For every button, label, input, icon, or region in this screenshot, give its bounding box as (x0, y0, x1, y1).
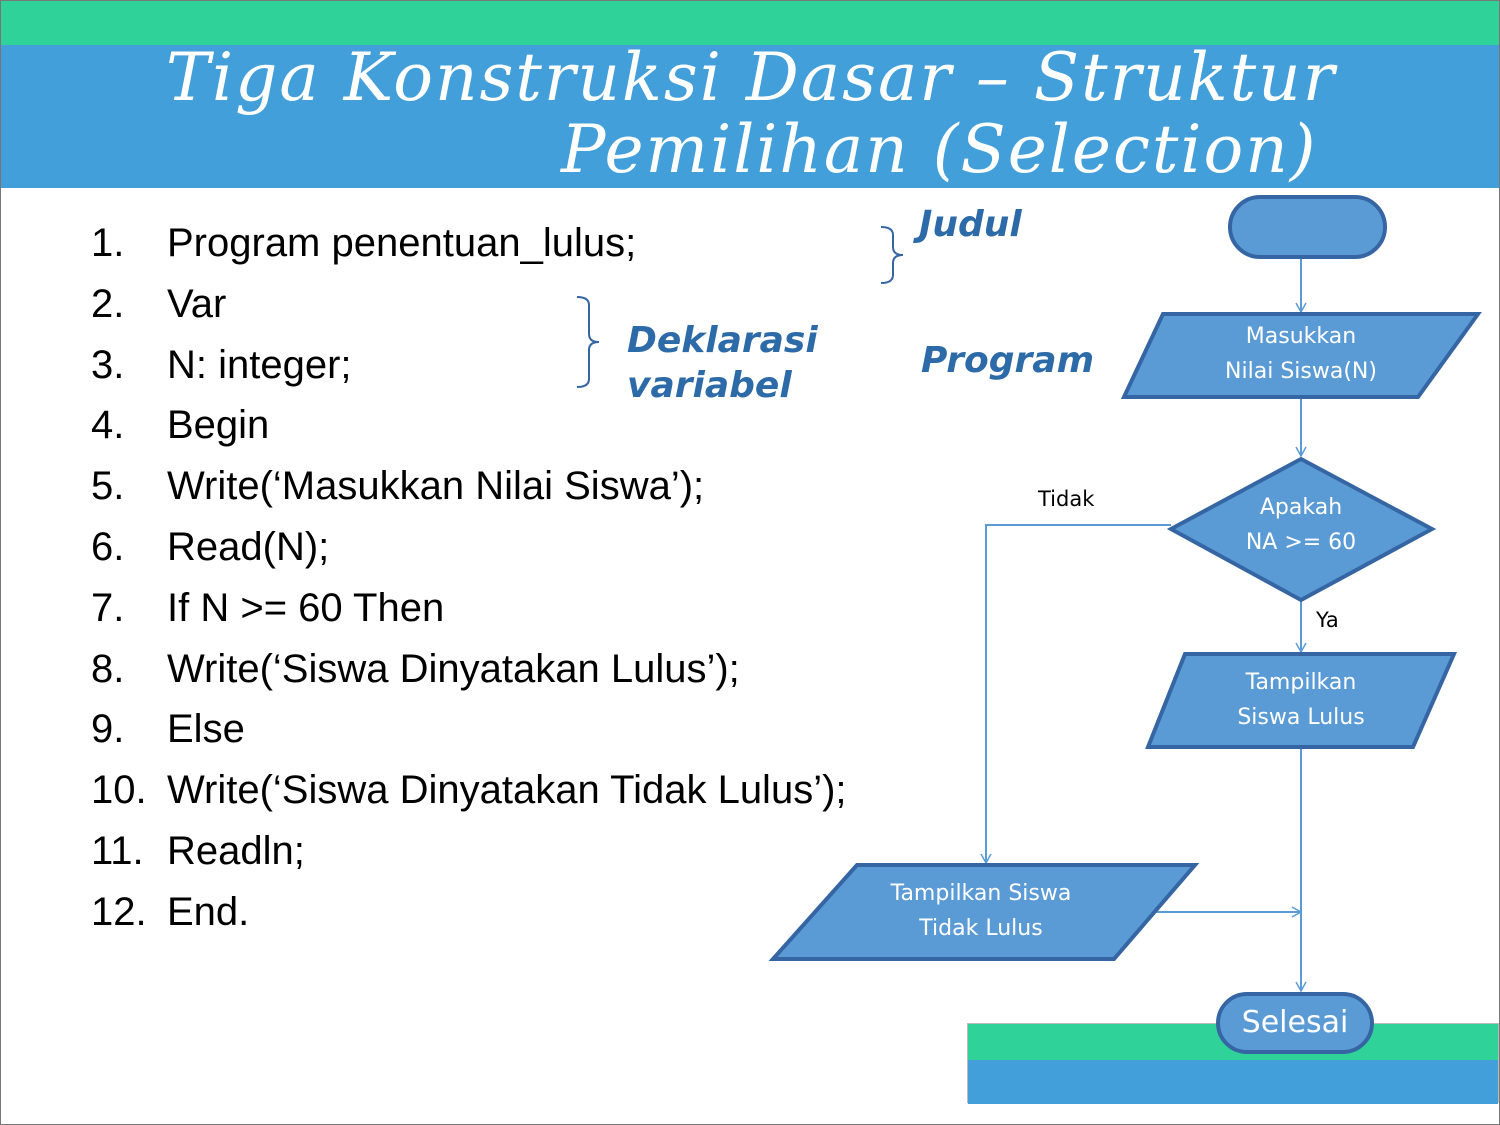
line-number: 5. (91, 464, 125, 509)
line-number: 6. (91, 524, 125, 569)
code-line: 9. Else (91, 699, 847, 760)
code-listing: 1. Program penentuan_lulus; 2. Var 3. N: in… (91, 213, 847, 943)
no-label: Tidak (1038, 487, 1095, 511)
code-line: 8. Write(‘Siswa Dinyatakan Lulus’); (91, 639, 847, 700)
line-number: 8. (91, 646, 125, 691)
code-line: 6. Read(N); (91, 517, 847, 578)
header-blue-band (1, 45, 1499, 188)
code-line: 11. Readln; (91, 821, 847, 882)
line-number: 3. (91, 342, 125, 387)
code-text: Write(‘Siswa Dinyatakan Tidak Lulus’); (167, 768, 847, 813)
code-text: Read(N); (167, 524, 330, 569)
input-text: Masukkan Nilai Siswa(N) (1225, 324, 1377, 384)
yes-label: Ya (1316, 608, 1339, 632)
line-number: 12. (91, 889, 147, 934)
decision-text: Apakah NA >= 60 (1245, 495, 1357, 555)
code-line: 2. Var (91, 274, 847, 335)
slide-title-line-1: Tiga Konstruksi Dasar – Struktur (166, 39, 1337, 116)
code-text: Readln; (167, 828, 305, 873)
code-text: Var (167, 281, 227, 326)
annotation-deklarasi: Deklarasi (627, 320, 818, 361)
output-tidak-text: Tampilkan Siswa Tidak Lulus (890, 881, 1072, 941)
output-lulus-parallelogram (1145, 652, 1458, 749)
code-line: 10. Write(‘Siswa Dinyatakan Tidak Lulus’)… (91, 760, 847, 821)
code-line: 3. N: integer; (91, 335, 847, 396)
code-text: N: integer; (167, 342, 352, 387)
annotation-variabel: variabel (627, 365, 792, 406)
line-number: 2. (91, 281, 125, 326)
decision-diamond (1166, 456, 1437, 603)
code-line: 1. Program penentuan_lulus; (91, 213, 847, 274)
input-parallelogram (1120, 312, 1482, 399)
connector-decision-tidak (980, 524, 1171, 865)
line-number: 7. (91, 585, 125, 630)
code-text: Program penentuan_lulus; (167, 221, 637, 265)
line-number: 10. (91, 768, 147, 813)
line-number: 9. (91, 707, 125, 752)
annotation-program: Program (921, 340, 1095, 381)
line-number: 1. (91, 221, 125, 265)
line-number: 4. (91, 403, 125, 448)
annotation-judul: Judul (919, 204, 1022, 245)
code-line: 12. End. (91, 882, 847, 943)
code-text: Begin (167, 403, 270, 448)
code-text: Write(‘Masukkan Nilai Siswa’); (167, 464, 705, 509)
code-text: If N >= 60 Then (167, 585, 445, 630)
footer-blue-band (968, 1060, 1498, 1104)
header-green-band (1, 1, 1499, 45)
output-tidak-parallelogram (768, 863, 1200, 961)
code-line: 4. Begin (91, 395, 847, 456)
line-number: 11. (91, 828, 144, 873)
footer-bands (967, 1023, 1499, 1104)
code-text: Write(‘Siswa Dinyatakan Lulus’); (167, 646, 740, 691)
deklarasi-bracket (576, 296, 600, 388)
code-line: 5. Write(‘Masukkan Nilai Siswa’); (91, 456, 847, 517)
code-text: Else (167, 707, 245, 752)
end-terminator (1216, 992, 1374, 1054)
end-text: Selesai (1241, 1005, 1349, 1040)
output-lulus-text: Tampilkan Siswa Lulus (1237, 670, 1365, 730)
code-line: 7. If N >= 60 Then (91, 578, 847, 639)
judul-bracket (880, 226, 904, 284)
slide-title-line-2: Pemilihan (Selection) (561, 111, 1318, 188)
code-text: End. (167, 889, 250, 934)
start-terminator (1228, 195, 1387, 259)
